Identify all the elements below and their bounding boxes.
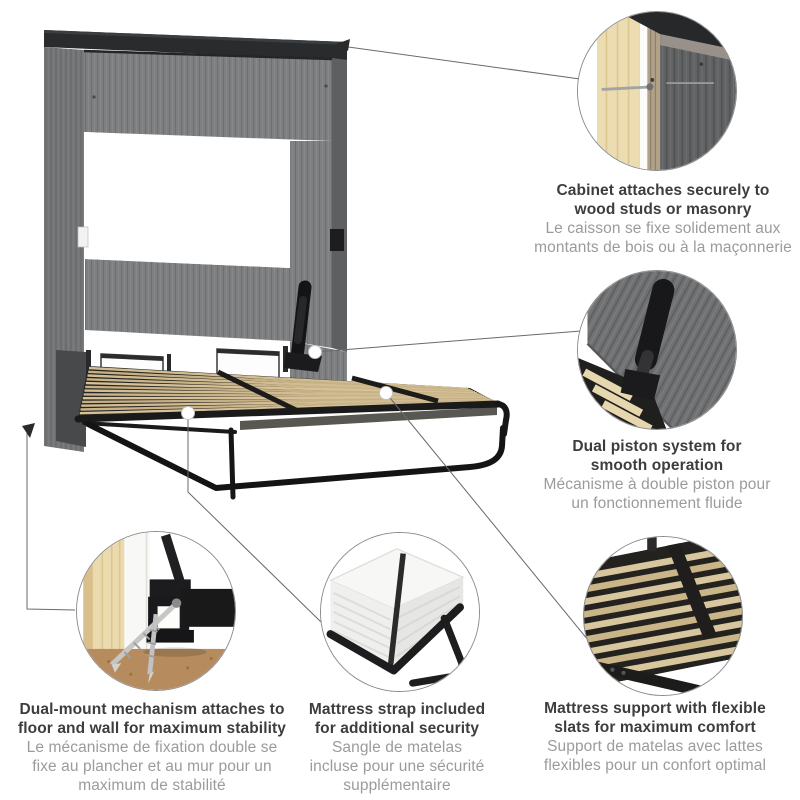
callout-subtitle-fr: Le caisson se fixe solidement aux montan… bbox=[534, 220, 792, 256]
panel-edge-laminate bbox=[647, 12, 661, 170]
bracket-body bbox=[149, 579, 191, 602]
mount-screw-icon bbox=[601, 85, 650, 91]
callout-slats-image bbox=[583, 536, 743, 696]
wall-gap bbox=[639, 12, 648, 170]
callout-mattress-strap-image bbox=[320, 532, 480, 692]
mount-plate-bar bbox=[216, 349, 280, 356]
piston-bracket bbox=[620, 368, 661, 401]
callout-title: Dual-mount mechanism attaches to floor a… bbox=[17, 701, 286, 737]
callout-subtitle-fr: Mécanisme à double piston pour un foncti… bbox=[543, 476, 771, 512]
callout-title: Cabinet attaches securely to wood studs … bbox=[556, 182, 770, 218]
bracket-arm bbox=[160, 533, 186, 588]
callout-subtitle-fr: Support de matelas avec lattes flexibles… bbox=[543, 738, 767, 774]
mount-pin bbox=[167, 354, 171, 372]
callout-mattress-strap-text: Mattress strap included for additional s… bbox=[262, 700, 532, 795]
cam-screw-dot bbox=[92, 95, 96, 99]
mattress-corner bbox=[328, 548, 465, 673]
cabinet-interior-top bbox=[84, 50, 332, 141]
callout-cabinet-mount-image bbox=[577, 11, 737, 171]
plywood-band bbox=[660, 34, 736, 61]
callout-subtitle-fr: Sangle de matelas incluse pour une sécur… bbox=[309, 739, 485, 794]
cabinet-interior-lower-panel bbox=[85, 259, 290, 341]
connector-lines bbox=[22, 39, 589, 641]
lag-screw-icon bbox=[110, 598, 182, 673]
cabinet-crown bbox=[44, 30, 347, 60]
connector-strap bbox=[187, 420, 322, 623]
cabinet-opening bbox=[85, 132, 290, 268]
callout-slats-text: Mattress support with flexible slats for… bbox=[520, 699, 790, 775]
bed-metal-frame bbox=[74, 400, 510, 500]
callout-piston-image bbox=[577, 270, 737, 430]
frame-rail-end bbox=[181, 588, 235, 627]
callout-marker-dots bbox=[181, 345, 393, 420]
callout-title: Dual piston system for smooth operation bbox=[572, 438, 742, 474]
piston-mechanism bbox=[284, 280, 322, 372]
connector-dual-mount bbox=[26, 431, 76, 611]
connector-piston bbox=[314, 330, 582, 353]
screw-head bbox=[646, 83, 654, 91]
slat-bed-surface bbox=[584, 537, 742, 689]
marker-dot-piston bbox=[308, 345, 322, 359]
callout-piston-text: Dual piston system for smooth operation … bbox=[522, 437, 792, 513]
marker-dot-strap bbox=[181, 406, 195, 420]
front-rail bbox=[74, 400, 502, 423]
crown-shadow-line bbox=[83, 49, 333, 61]
bracket-base bbox=[146, 629, 194, 643]
cam-screw-dot bbox=[324, 84, 328, 88]
left-latch bbox=[77, 226, 89, 248]
slat-divider-rail bbox=[351, 375, 439, 404]
callout-cabinet-mount-text: Cabinet attaches securely to wood studs … bbox=[528, 181, 798, 257]
right-latch bbox=[330, 229, 344, 251]
connector-slats bbox=[385, 392, 589, 641]
slat-divider-rail bbox=[216, 369, 302, 415]
callout-title: Mattress support with flexible slats for… bbox=[544, 700, 766, 736]
callout-title: Mattress strap included for additional s… bbox=[308, 701, 486, 737]
mattress-strap bbox=[387, 553, 406, 667]
callout-subtitle-fr: Le mécanisme de fixation double se fixe … bbox=[26, 739, 278, 794]
cabinet-right-outer-edge bbox=[332, 58, 347, 352]
cabinet-panel bbox=[587, 271, 736, 429]
leg-bar bbox=[85, 421, 506, 491]
side-rail bbox=[82, 421, 237, 434]
wood-stud bbox=[596, 12, 640, 170]
bed-head-panel bbox=[56, 350, 86, 447]
cabinet-crown-top-edge bbox=[44, 30, 347, 45]
cabinet-left-side-panel bbox=[44, 47, 84, 452]
mattress-lip bbox=[240, 407, 497, 430]
connector-cabinet-mount bbox=[340, 45, 581, 80]
callout-dual-mount-image bbox=[76, 531, 236, 691]
arrowhead-icon bbox=[22, 423, 35, 438]
piston-body bbox=[634, 278, 675, 371]
frame-corner bbox=[495, 401, 510, 437]
callout-dual-mount-text: Dual-mount mechanism attaches to floor a… bbox=[12, 700, 292, 795]
arrowhead-icon bbox=[336, 39, 350, 51]
cabinet bbox=[44, 30, 347, 452]
mount-pin bbox=[86, 350, 91, 378]
slat-divider bbox=[666, 540, 717, 640]
marker-dot-slats bbox=[379, 386, 393, 400]
mount-plate-bar bbox=[100, 354, 164, 361]
